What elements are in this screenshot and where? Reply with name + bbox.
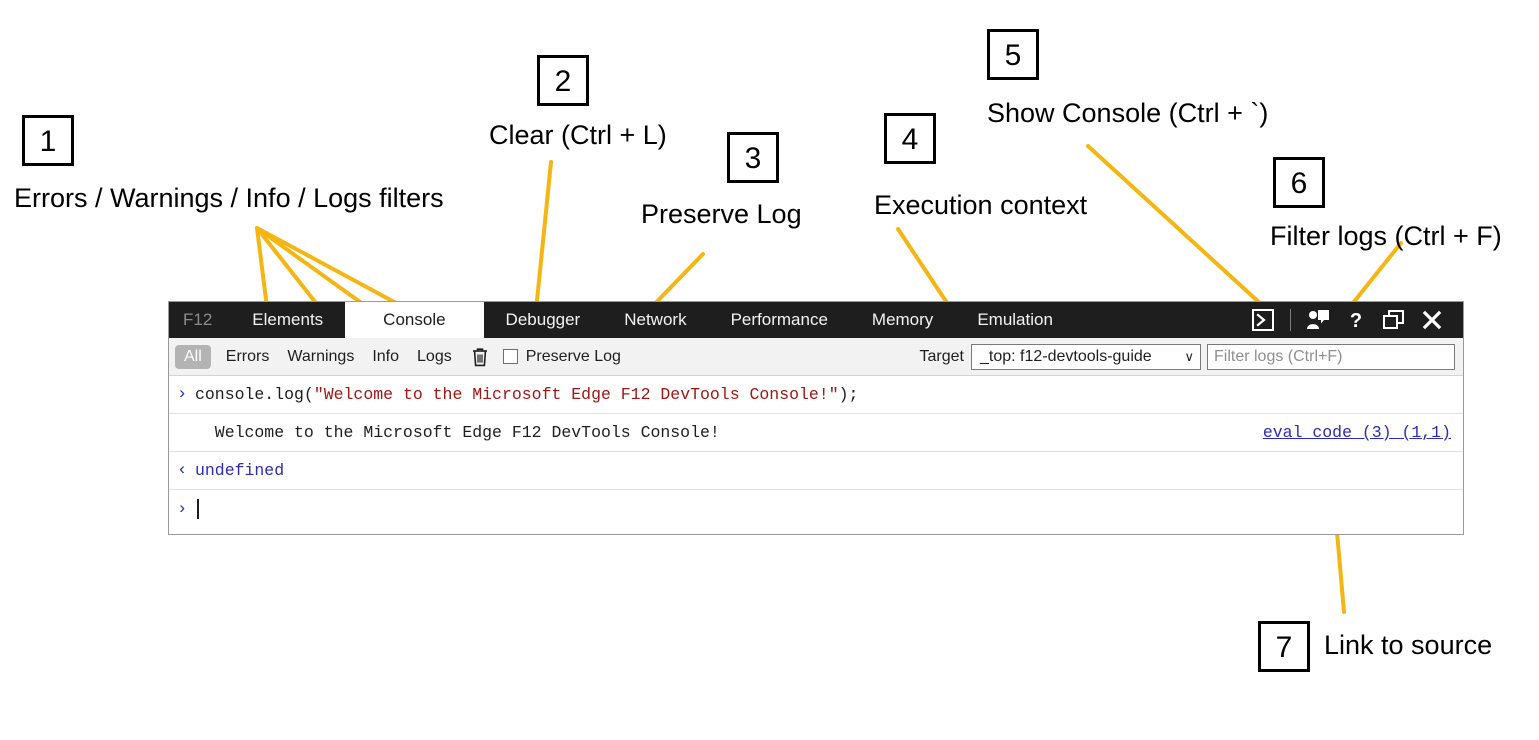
close-icon[interactable] [1413, 302, 1451, 338]
tab-network[interactable]: Network [624, 310, 687, 329]
devtools-tabstrip: F12 Elements Console Debugger Network Pe… [169, 302, 1463, 338]
preserve-log-label: Preserve Log [525, 347, 621, 365]
console-row-output[interactable]: Welcome to the Microsoft Edge F12 DevToo… [169, 414, 1463, 452]
annotation-badge-7: 7 [1258, 621, 1310, 672]
target-label: Target [919, 347, 964, 365]
execution-context-value: _top: f12-devtools-guide [980, 347, 1152, 365]
toolbar-separator [1290, 309, 1291, 331]
annotation-badge-2: 2 [537, 55, 589, 106]
console-row-input[interactable]: › console.log("Welcome to the Microsoft … [169, 376, 1463, 414]
annotation-badge-4: 4 [884, 113, 936, 164]
execution-context-select[interactable]: _top: f12-devtools-guide ∨ [971, 343, 1201, 370]
preserve-log-checkbox[interactable] [502, 349, 518, 364]
console-output: › console.log("Welcome to the Microsoft … [169, 376, 1463, 528]
filter-logs-input[interactable] [1207, 343, 1455, 370]
tab-memory[interactable]: Memory [871, 310, 934, 329]
annotation-label-2: Clear (Ctrl + L) [489, 120, 667, 150]
console-row-gutter: › [177, 499, 188, 519]
svg-text:?: ? [1350, 310, 1362, 331]
console-row-gutter: › [177, 385, 188, 404]
annotation-badge-3: 3 [727, 132, 779, 183]
filter-info-button[interactable]: Info [372, 347, 400, 365]
tab-debugger[interactable]: Debugger [505, 310, 581, 329]
annotation-label-4: Execution context [874, 190, 1088, 220]
text-caret [197, 499, 199, 519]
feedback-icon[interactable] [1299, 302, 1337, 338]
tab-performance[interactable]: Performance [730, 310, 828, 329]
trash-icon[interactable] [469, 345, 491, 369]
tab-f12: F12 [183, 310, 213, 329]
console-output-text: Welcome to the Microsoft Edge F12 DevToo… [195, 423, 720, 442]
devtools-tool-icons: ? [1244, 302, 1463, 338]
console-filter-toolbar: All Errors Warnings Info Logs Preserve L… [169, 338, 1463, 376]
console-row-result[interactable]: ‹ undefined [169, 452, 1463, 490]
annotation-badge-5: 5 [987, 29, 1039, 80]
annotation-badge-1: 1 [22, 115, 74, 166]
console-row-gutter: ‹ [177, 461, 188, 480]
annotation-badge-6: 6 [1273, 157, 1325, 208]
tabstrip-spacer [1075, 302, 1244, 338]
console-prompt-row[interactable]: › [169, 490, 1463, 528]
devtools-window: F12 Elements Console Debugger Network Pe… [168, 301, 1464, 535]
leader-5 [1086, 144, 1264, 307]
code-token-string: "Welcome to the Microsoft Edge F12 DevTo… [313, 385, 839, 404]
console-result-text: undefined [195, 461, 285, 480]
dock-window-icon[interactable] [1375, 302, 1413, 338]
tab-console[interactable]: Console [345, 302, 484, 338]
code-token-call: console.log( [195, 385, 314, 404]
filter-warnings-button[interactable]: Warnings [287, 347, 355, 365]
chevron-down-icon: ∨ [1184, 348, 1194, 364]
filter-logs-button[interactable]: Logs [417, 347, 452, 365]
filter-all-button[interactable]: All [175, 344, 211, 369]
console-input-text: console.log("Welcome to the Microsoft Ed… [195, 385, 1455, 404]
tab-elements[interactable]: Elements [252, 310, 324, 329]
annotation-label-6: Filter logs (Ctrl + F) [1270, 221, 1502, 251]
console-prompt-input[interactable] [195, 499, 1455, 519]
show-console-icon[interactable] [1244, 302, 1282, 338]
annotation-label-1: Errors / Warnings / Info / Logs filters [14, 183, 444, 213]
filter-errors-button[interactable]: Errors [225, 347, 270, 365]
annotation-label-3: Preserve Log [641, 199, 802, 229]
source-link[interactable]: eval code (3) (1,1) [1262, 423, 1451, 442]
annotation-label-7: Link to source [1324, 630, 1493, 660]
annotation-label-5: Show Console (Ctrl + `) [987, 98, 1269, 128]
code-token-tail: ); [838, 385, 859, 404]
help-icon[interactable]: ? [1337, 302, 1375, 338]
tab-emulation[interactable]: Emulation [977, 310, 1053, 329]
